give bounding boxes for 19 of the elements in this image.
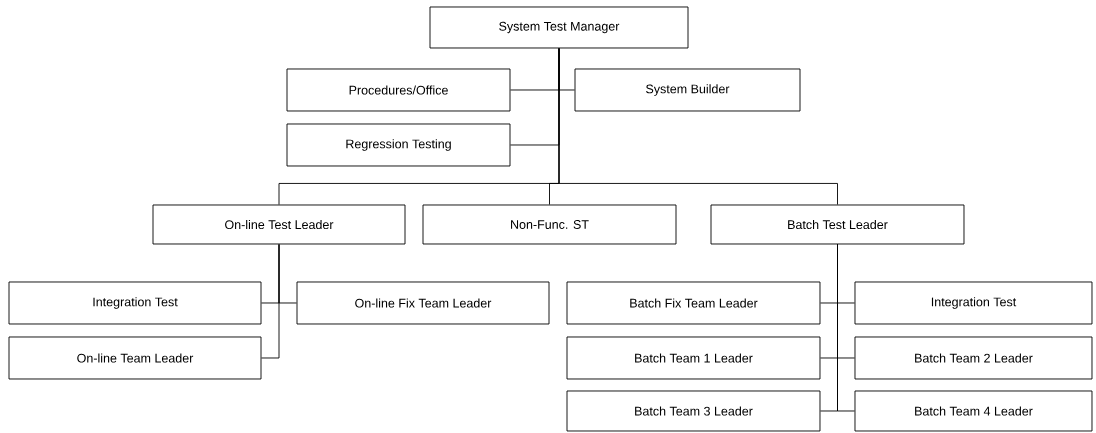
org-box: Integration Test [8, 281, 262, 325]
org-box: Procedures/Office [286, 68, 511, 112]
org-box: Batch Team 2 Leader [854, 336, 1093, 380]
connector-line [837, 244, 855, 412]
org-box: Non-Func. ST [422, 204, 677, 245]
org-box: On-line Test Leader [152, 204, 406, 245]
org-box: System Builder [574, 68, 801, 112]
org-box: Batch Team 1 Leader [566, 336, 821, 380]
connector-line [261, 244, 280, 359]
org-box: Regression Testing [286, 123, 511, 167]
org-box: Batch Team 3 Leader [566, 390, 821, 432]
org-box: Batch Team 4 Leader [854, 390, 1093, 432]
org-box: System Test Manager [429, 6, 689, 49]
org-box: On-line Team Leader [8, 336, 262, 380]
connector-line [558, 48, 838, 205]
org-box: Batch Test Leader [710, 204, 965, 245]
org-box: Batch Fix Team Leader [566, 281, 821, 325]
org-box: On-line Fix Team Leader [296, 281, 550, 325]
org-box: Integration Test [854, 281, 1093, 325]
